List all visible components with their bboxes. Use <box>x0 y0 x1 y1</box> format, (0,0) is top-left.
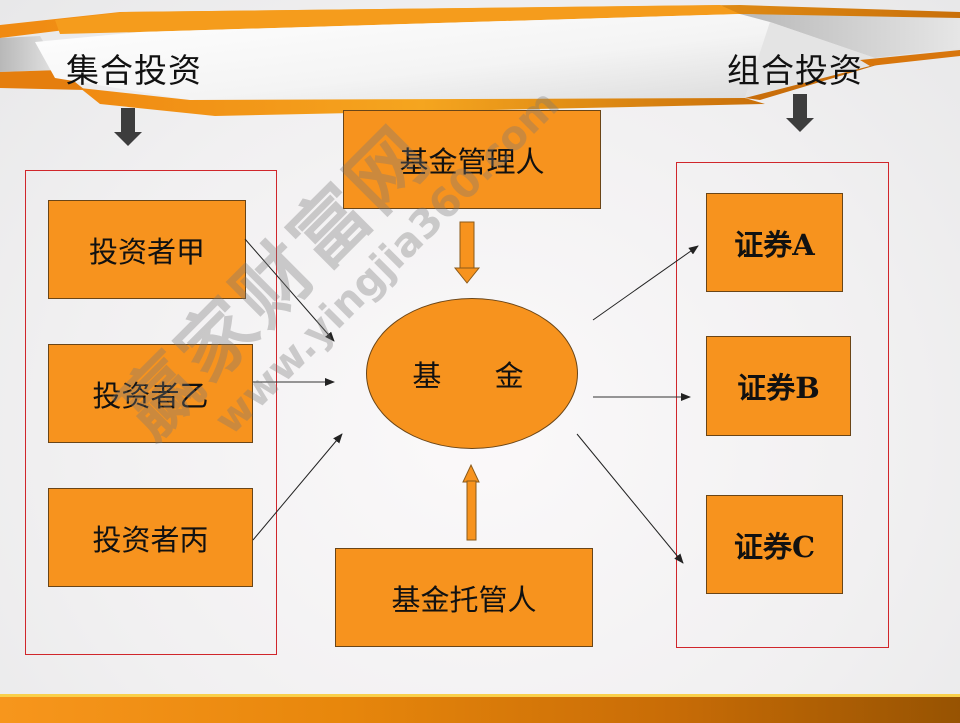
header-banner <box>0 5 960 116</box>
footer-bar <box>0 694 960 723</box>
fund-custodian-label: 基金托管人 <box>391 582 537 617</box>
security-box-c: 证券C <box>706 495 843 594</box>
security-label: 证券C <box>733 529 816 564</box>
fund-ellipse: 基 金 <box>366 298 578 449</box>
custodian-to-fund-arrow-icon <box>462 463 480 541</box>
security-label: 证券A <box>734 227 815 262</box>
investor-label: 投资者乙 <box>92 378 209 413</box>
investor-box-yi: 投资者乙 <box>48 344 253 443</box>
securities-group-frame <box>676 162 889 648</box>
fund-custodian-box: 基金托管人 <box>335 548 593 647</box>
security-box-b: 证券B <box>706 336 851 436</box>
left-section-title: 集合投资 <box>66 51 202 90</box>
right-section-title: 组合投资 <box>727 51 863 90</box>
security-label: 证券B <box>737 371 820 405</box>
fund-label: 基 金 <box>412 358 546 393</box>
security-box-a: 证券A <box>706 193 843 292</box>
investors-group-frame <box>25 170 277 655</box>
fund-manager-label: 基金管理人 <box>399 144 545 179</box>
investor-label: 投资者甲 <box>88 234 205 269</box>
manager-to-fund-arrow-icon <box>453 221 481 284</box>
left-down-arrow-icon <box>114 108 142 146</box>
right-down-arrow-icon <box>786 94 814 132</box>
fund-manager-box: 基金管理人 <box>343 110 601 209</box>
arrow-fund-to-security-c <box>576 433 684 564</box>
investor-label: 投资者丙 <box>92 522 209 557</box>
investor-box-jia: 投资者甲 <box>48 200 246 299</box>
investor-box-bing: 投资者丙 <box>48 488 253 587</box>
